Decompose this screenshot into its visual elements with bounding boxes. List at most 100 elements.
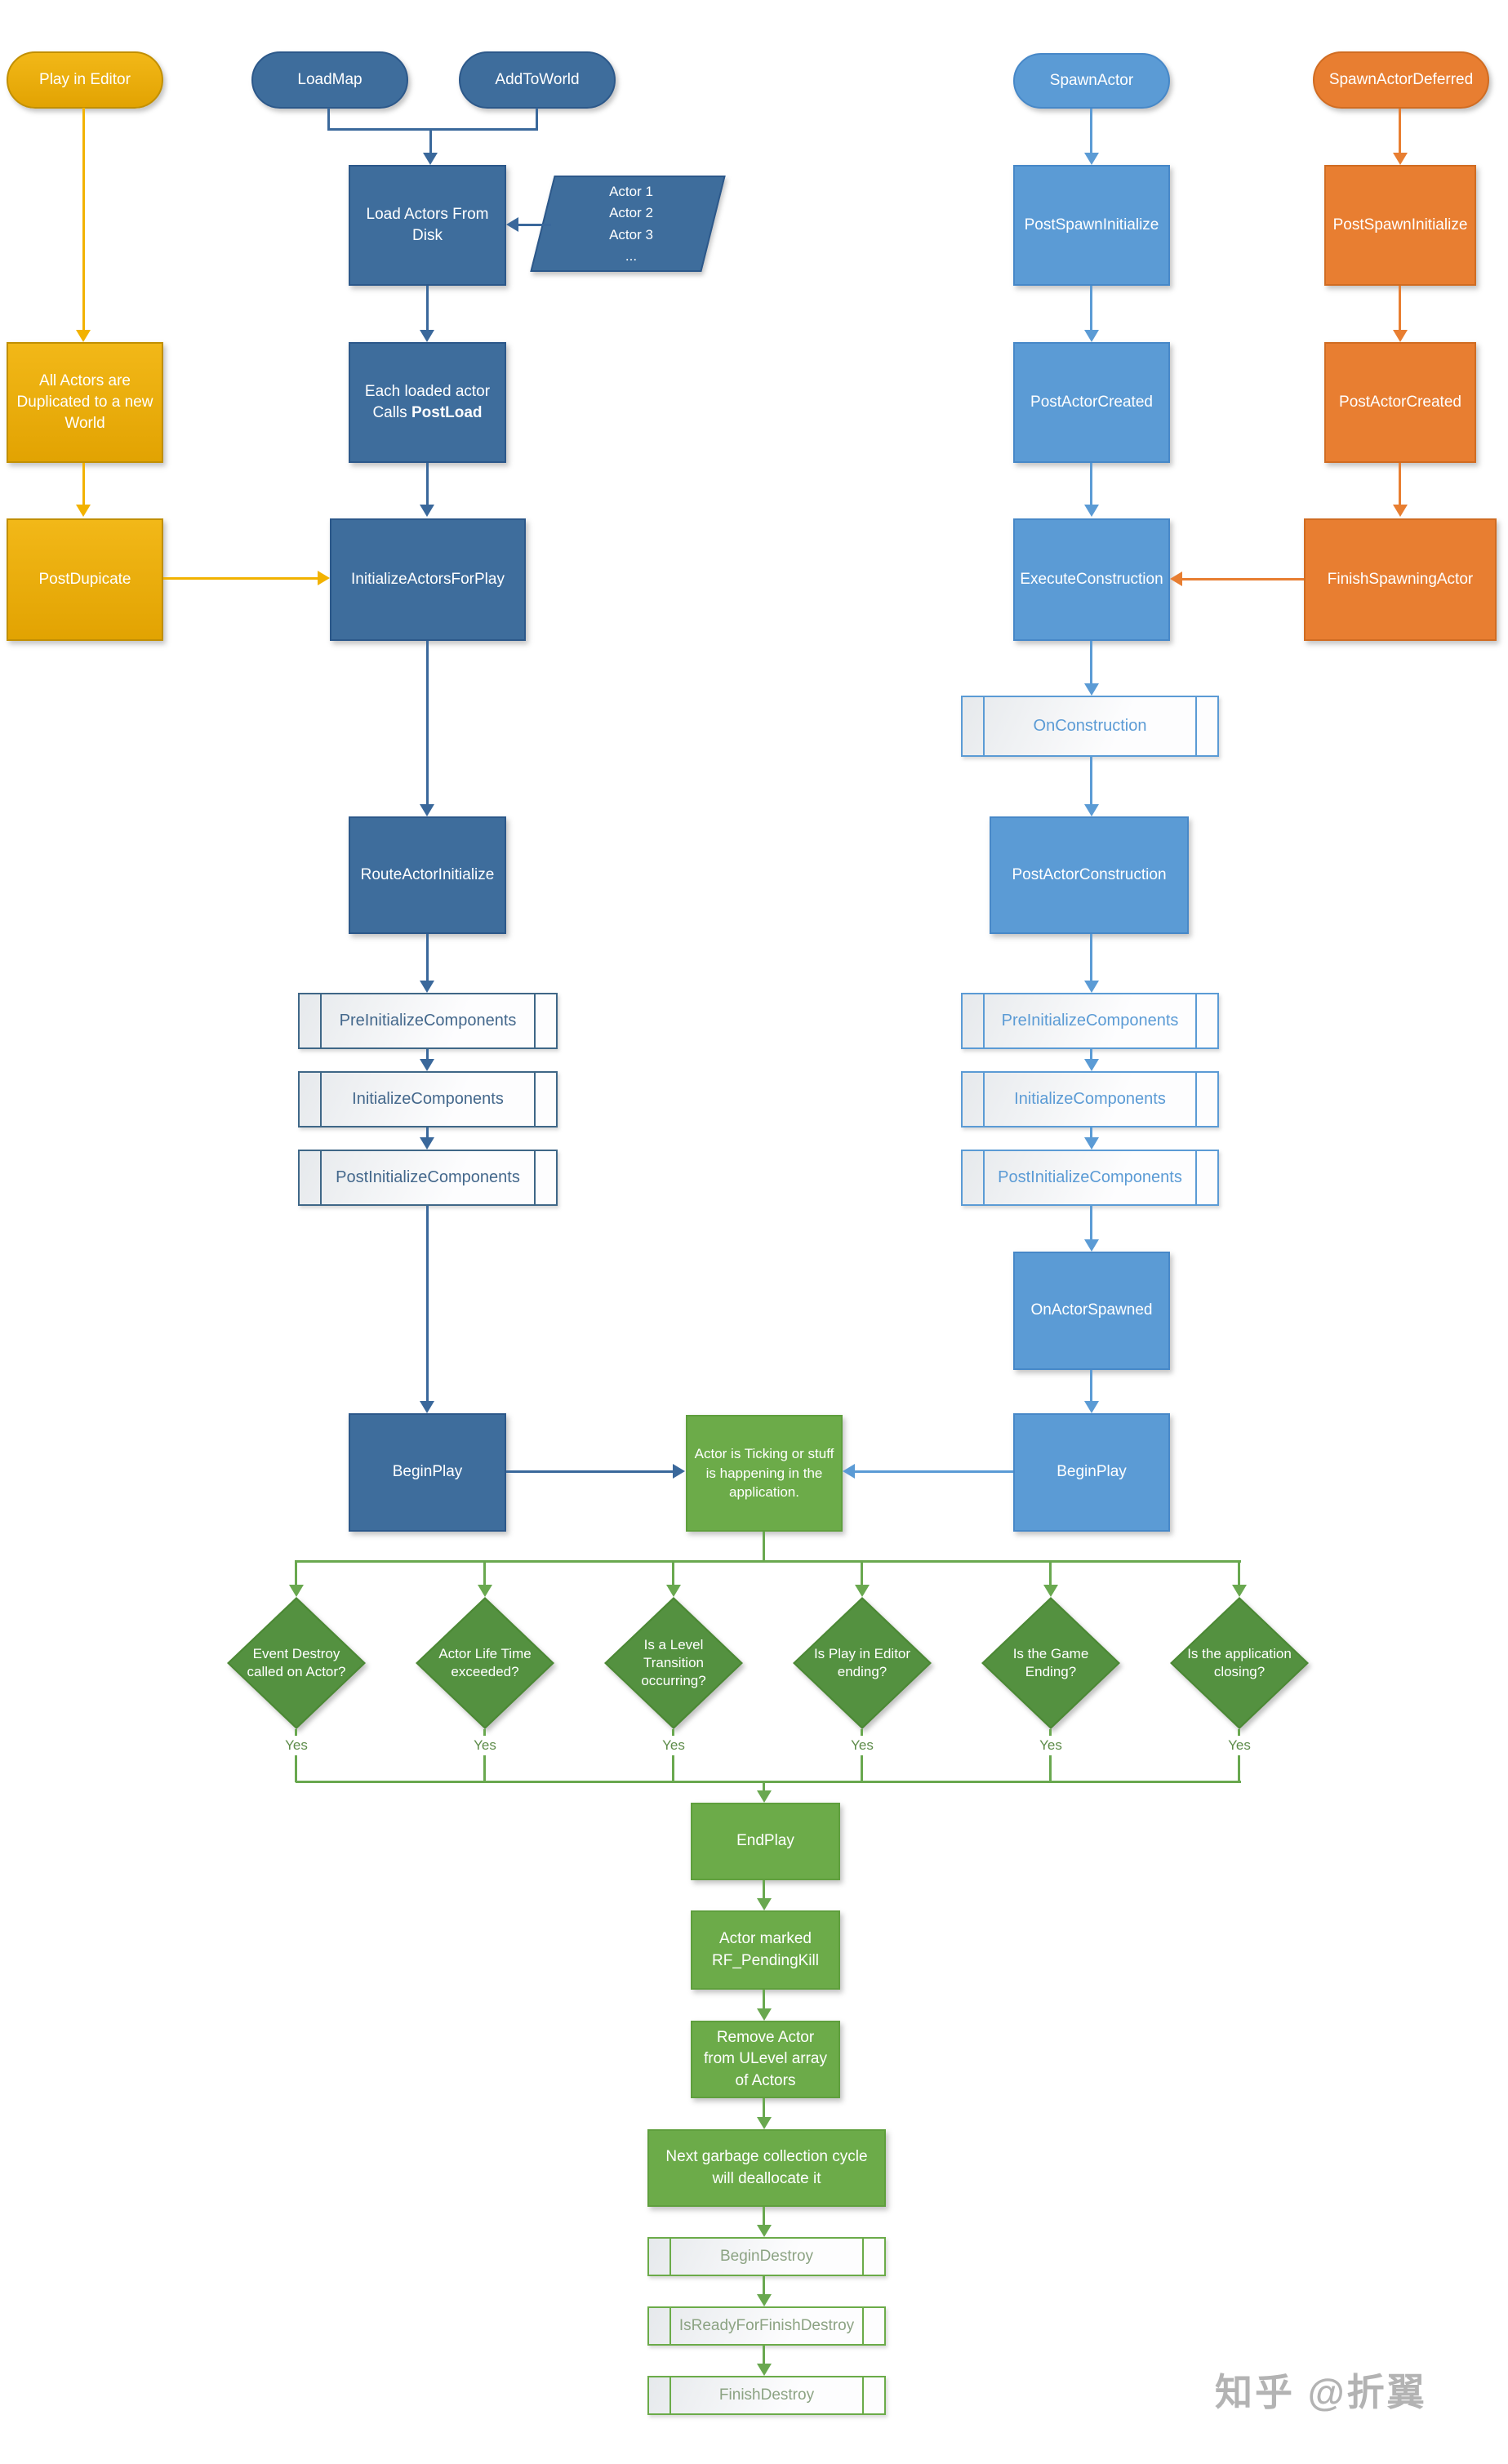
node-add-to-world: AddToWorld <box>459 51 616 109</box>
node-label: SpawnActorDeferred <box>1328 70 1474 88</box>
node-label: PostSpawnInitialize <box>1332 216 1468 234</box>
node-spawn-actor-deferred: SpawnActorDeferred <box>1313 51 1489 109</box>
node-label: InitializeComponents <box>1014 1090 1166 1108</box>
node-execute-construction: ExecuteConstruction <box>1013 518 1170 641</box>
node-label: PostActorConstruction <box>1012 865 1167 883</box>
node-label: Next garbage collection cycle will deall… <box>665 2148 868 2187</box>
node-label: Load Actors From Disk <box>366 205 489 244</box>
node-load-actors-from-disk: Load Actors From Disk <box>349 165 506 286</box>
connector-line <box>426 1206 429 1402</box>
connector-line <box>1090 1049 1092 1061</box>
yes-label: Yes <box>452 1736 518 1755</box>
node-label: PostInitializeComponents <box>998 1168 1182 1186</box>
node-spawn-actor: SpawnActor <box>1013 53 1170 109</box>
connector-line <box>426 1127 429 1139</box>
connector-line <box>763 1532 765 1563</box>
decision-label: Is the application closing? <box>1187 1645 1292 1679</box>
node-label: PreInitializeComponents <box>1001 1012 1179 1030</box>
node-post-actor-construction: PostActorConstruction <box>990 816 1189 934</box>
node-label: BeginPlay <box>1056 1463 1127 1481</box>
each-loaded-postload: PostLoad <box>411 404 483 421</box>
connector-line <box>1090 109 1092 153</box>
node-finish-spawning-actor: FinishSpawningActor <box>1304 518 1497 641</box>
connector-line <box>763 2276 765 2294</box>
node-label: PostActorCreated <box>1339 393 1461 411</box>
connector-line <box>1090 463 1092 505</box>
arrowhead <box>1084 1059 1099 1071</box>
connector-line <box>1090 757 1092 805</box>
connector-line <box>429 128 432 154</box>
connector-line <box>518 224 551 226</box>
node-label: Play in Editor <box>39 70 131 88</box>
connector-line <box>426 463 429 505</box>
connector-line <box>1049 1560 1052 1586</box>
arrowhead <box>420 1401 434 1413</box>
actor-list-line: Actor 1 <box>609 184 653 199</box>
node-begin-destroy: BeginDestroy <box>647 2237 886 2276</box>
decision-pie-ending: Is Play in Editor ending? <box>793 1597 932 1729</box>
node-post-initialize-components-right: PostInitializeComponents <box>961 1150 1219 1206</box>
connector-line <box>506 1470 674 1473</box>
connector-line <box>1399 286 1401 331</box>
arrowhead <box>757 1790 772 1803</box>
arrowhead <box>855 1585 870 1597</box>
node-load-map: LoadMap <box>251 51 408 109</box>
connector-line <box>296 1781 1241 1783</box>
yes-label: Yes <box>641 1736 706 1755</box>
node-label: AddToWorld <box>495 70 580 88</box>
arrowhead <box>757 2117 772 2129</box>
node-initialize-components-right: InitializeComponents <box>961 1071 1219 1127</box>
arrowhead <box>478 1585 492 1597</box>
node-label: Remove Actor from ULevel array of Actors <box>704 2029 827 2089</box>
node-label: IsReadyForFinishDestroy <box>678 2317 855 2334</box>
node-label: RouteActorInitialize <box>360 865 495 883</box>
node-is-ready-for-finish-destroy: IsReadyForFinishDestroy <box>647 2306 886 2346</box>
node-label: OnActorSpawned <box>1030 1301 1153 1319</box>
arrowhead <box>1084 330 1099 342</box>
node-initialize-components-left: InitializeComponents <box>298 1071 558 1127</box>
connector-line <box>1090 1206 1092 1240</box>
node-post-dupicate: PostDupicate <box>7 518 163 641</box>
decision-label: Event Destroy called on Actor? <box>247 1645 346 1679</box>
node-label: SpawnActor <box>1049 71 1134 89</box>
node-post-spawn-initialize-spawn: PostSpawnInitialize <box>1013 165 1170 286</box>
decision-app-closing: Is the application closing? <box>1170 1597 1309 1729</box>
connector-line <box>426 286 429 331</box>
connector-line <box>295 1560 297 1586</box>
connector-line <box>296 1560 1241 1563</box>
node-all-actors-duplicated: All Actors are Duplicated to a new World <box>7 342 163 463</box>
arrowhead <box>1043 1585 1058 1597</box>
connector-line <box>763 2098 765 2117</box>
node-label: All Actors are Duplicated to a new World <box>16 371 153 433</box>
each-loaded-calls: Calls <box>372 404 407 421</box>
arrowhead <box>420 981 434 993</box>
arrowhead <box>420 1137 434 1150</box>
connector-line <box>1090 286 1092 331</box>
node-label: InitializeActorsForPlay <box>351 570 505 588</box>
decision-label: Is a Level Transition occurring? <box>641 1636 706 1689</box>
watermark: 知乎 @折翼 <box>1215 2371 1427 2413</box>
decision-level-transition: Is a Level Transition occurring? <box>604 1597 743 1729</box>
node-on-actor-spawned: OnActorSpawned <box>1013 1252 1170 1370</box>
node-each-loaded-actor: Each loaded actor Calls PostLoad <box>349 342 506 463</box>
arrowhead <box>423 153 438 165</box>
node-label: PreInitializeComponents <box>339 1012 517 1030</box>
yes-label: Yes <box>1018 1736 1083 1755</box>
arrowhead <box>757 2364 772 2376</box>
node-post-spawn-initialize-deferred: PostSpawnInitialize <box>1324 165 1476 286</box>
node-label: LoadMap <box>297 70 363 88</box>
decision-actor-lifetime: Actor Life Time exceeded? <box>416 1597 554 1729</box>
connector-line <box>763 2207 765 2225</box>
decision-label: Actor Life Time exceeded? <box>438 1645 532 1679</box>
arrowhead <box>506 217 518 232</box>
each-loaded-line1: Each loaded actor <box>364 382 491 400</box>
node-begin-play-left: BeginPlay <box>349 1413 506 1532</box>
connector-line <box>1399 463 1401 505</box>
node-next-garbage: Next garbage collection cycle will deall… <box>647 2129 886 2207</box>
actor-list-line: ... <box>625 248 638 265</box>
node-post-actor-created-spawn: PostActorCreated <box>1013 342 1170 463</box>
connector-line <box>327 128 538 131</box>
node-begin-play-right: BeginPlay <box>1013 1413 1170 1532</box>
arrowhead <box>1084 1137 1099 1150</box>
